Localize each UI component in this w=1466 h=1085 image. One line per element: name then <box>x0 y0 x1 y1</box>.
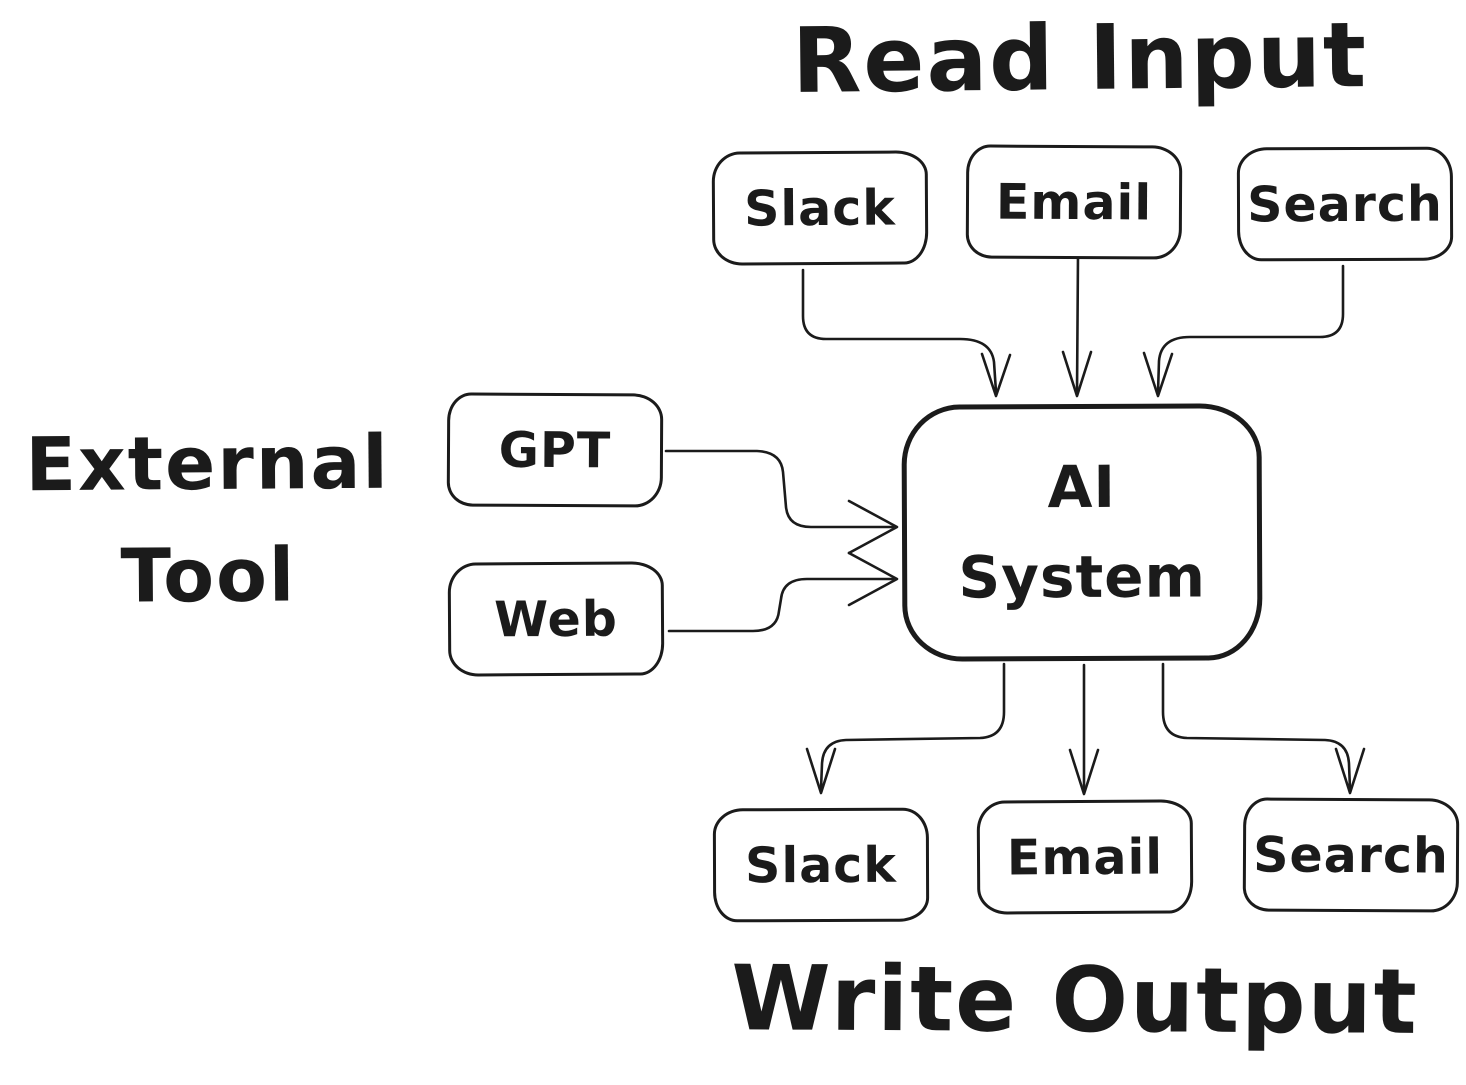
write-output-title: Write Output <box>730 946 1419 1055</box>
node-ai-system: AI System <box>901 403 1263 662</box>
node-email-input: Email <box>965 144 1183 260</box>
node-email-output: Email <box>976 799 1194 915</box>
arrow-slack-input-to-ai <box>801 268 1012 398</box>
node-search-output-label: Search <box>1253 825 1449 885</box>
arrow-gpt-to-ai <box>664 449 899 555</box>
node-web-label: Web <box>494 590 618 648</box>
node-email-output-label: Email <box>1006 828 1164 886</box>
arrow-ai-to-email-output <box>1068 663 1100 796</box>
node-web: Web <box>447 561 665 677</box>
external-tool-title: External Tool <box>0 407 417 635</box>
node-search-input: Search <box>1236 146 1454 262</box>
node-slack-input: Slack <box>711 150 929 266</box>
external-tool-title-line2: Tool <box>120 532 297 621</box>
arrow-web-to-ai <box>667 551 899 633</box>
arrow-ai-to-slack-output <box>805 662 1006 795</box>
arrow-search-input-to-ai <box>1142 264 1345 398</box>
node-email-input-label: Email <box>995 173 1153 231</box>
external-tool-title-line1: External <box>25 419 391 509</box>
node-gpt: GPT <box>446 392 664 508</box>
read-input-title: Read Input <box>791 2 1369 115</box>
node-search-output: Search <box>1242 797 1460 913</box>
node-gpt-label: GPT <box>498 421 612 479</box>
node-search-input-label: Search <box>1247 175 1443 233</box>
node-ai-system-label-line1: AI <box>1047 452 1117 521</box>
arrow-ai-to-search-output <box>1161 662 1366 795</box>
node-slack-output: Slack <box>712 807 930 923</box>
node-ai-system-label-line2: System <box>958 541 1207 612</box>
node-slack-input-label: Slack <box>743 179 897 237</box>
arrow-email-input-to-ai <box>1061 253 1093 398</box>
node-slack-output-label: Slack <box>744 836 897 894</box>
